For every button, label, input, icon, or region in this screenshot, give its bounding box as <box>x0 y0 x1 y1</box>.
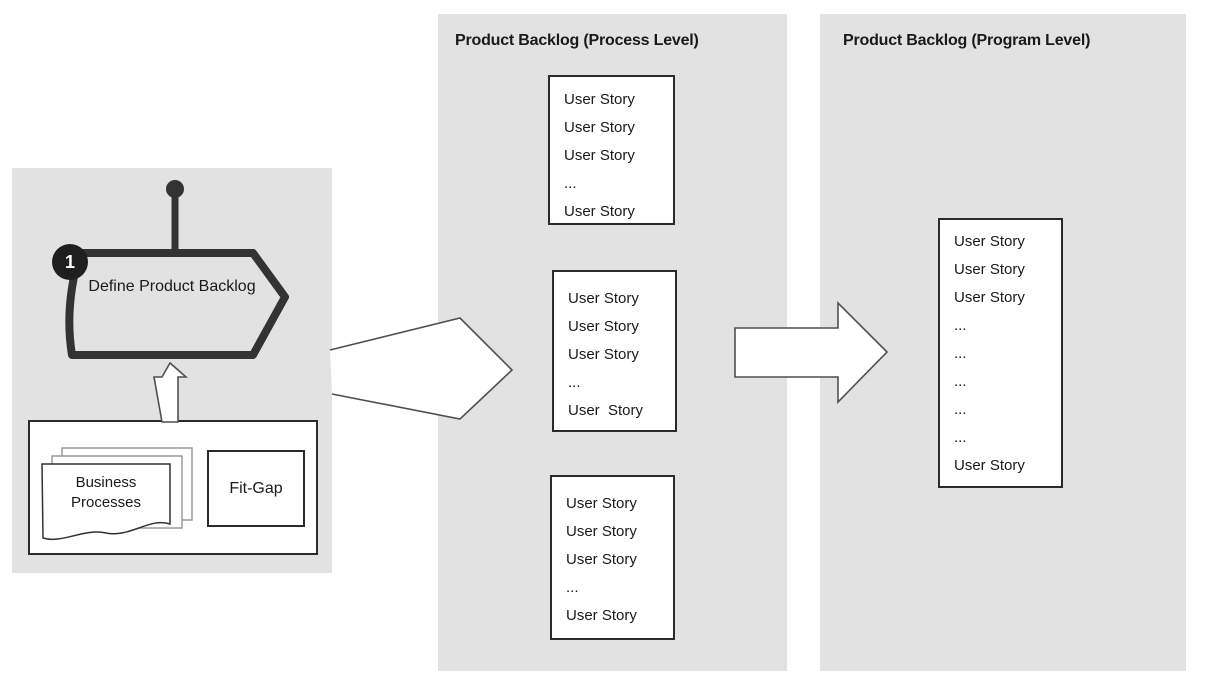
user-story-line: User Story <box>954 457 1025 474</box>
program-level-title: Product Backlog (Program Level) <box>843 32 1091 49</box>
user-story-line: ... <box>564 175 577 192</box>
user-story-line: User Story <box>566 551 637 568</box>
user-story-line: User Story <box>564 91 635 108</box>
user-story-line: User Story <box>564 147 635 164</box>
define-backlog-panel: Business Processes Fit-Gap 1 Define Prod… <box>12 168 332 573</box>
user-story-line: User Story <box>564 203 635 220</box>
user-story-line: ... <box>954 317 967 334</box>
user-story-line: User Story <box>564 119 635 136</box>
user-story-line: User Story <box>566 495 637 512</box>
user-story-box: User Story User Story User Story ... ...… <box>938 218 1063 488</box>
user-story-line: User Story <box>566 607 637 624</box>
user-story-line: User Story <box>954 233 1025 250</box>
user-story-line: User Story <box>568 318 639 335</box>
user-story-line: ... <box>954 345 967 362</box>
process-level-panel: Product Backlog (Process Level) User Sto… <box>438 14 787 671</box>
user-story-line: User Story <box>566 523 637 540</box>
user-story-box: User Story User Story User Story ... Use… <box>548 75 675 225</box>
user-story-line: ... <box>954 401 967 418</box>
user-story-line: User Story <box>954 289 1025 306</box>
inputs-container-box: Business Processes Fit-Gap <box>28 420 318 555</box>
user-story-box: User Story User Story User Story ... Use… <box>550 475 675 640</box>
user-story-line: ... <box>954 373 967 390</box>
milestone-pin-icon <box>166 180 184 256</box>
user-story-line: User Story <box>954 261 1025 278</box>
program-level-panel: Product Backlog (Program Level) User Sto… <box>820 14 1186 671</box>
step-label: Define Product Backlog <box>88 278 256 295</box>
process-level-title: Product Backlog (Process Level) <box>455 32 699 49</box>
fit-gap-label: Fit-Gap <box>229 479 283 497</box>
step-number-badge: 1 <box>52 244 88 280</box>
user-story-line: User Story <box>568 290 639 307</box>
up-arrow-icon <box>153 361 189 423</box>
business-processes-label: Business Processes <box>70 474 142 511</box>
user-story-line: User Story <box>568 346 639 363</box>
user-story-box: User Story User Story User Story ... Use… <box>552 270 677 432</box>
fit-gap-box: Fit-Gap <box>207 450 305 527</box>
user-story-line: ... <box>566 579 579 596</box>
process-step-shape <box>65 249 289 359</box>
user-story-line: ... <box>568 374 581 391</box>
user-story-line: ... <box>954 429 967 446</box>
user-story-line: User Story <box>568 402 644 419</box>
document-stack-icon <box>41 447 193 540</box>
